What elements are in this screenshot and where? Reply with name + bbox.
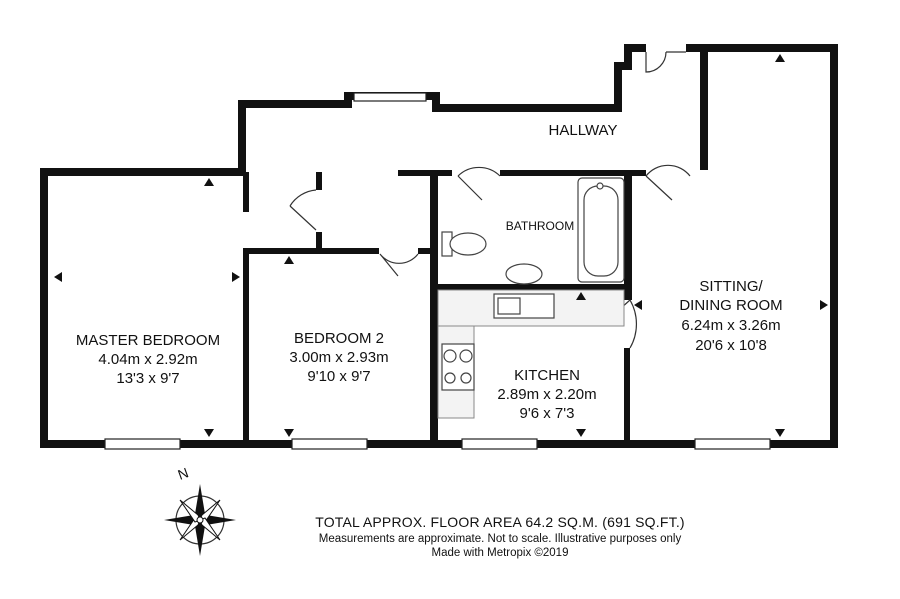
window-sitting <box>694 438 771 450</box>
marker-sitting-bottom <box>775 429 785 437</box>
label-master-metric: 4.04m x 2.92m <box>98 351 197 368</box>
label-bed2-imperial: 9'10 x 9'7 <box>307 368 370 385</box>
label-bathroom: BATHROOM <box>506 219 574 233</box>
label-sitting-2: DINING ROOM <box>679 297 782 314</box>
marker-bed2-bottom <box>284 429 294 437</box>
compass-center <box>196 516 204 524</box>
wall-bottom <box>40 440 838 448</box>
toilet-bowl <box>449 232 487 256</box>
marker-master-top <box>204 178 214 186</box>
wall-hall-bottom-2 <box>500 170 646 176</box>
wall-entrance-jamb <box>624 44 632 70</box>
compass-rose: N <box>164 464 236 556</box>
hob-ring-1 <box>443 349 457 363</box>
wall-entrance-step <box>614 62 622 112</box>
wall-hall-top-right <box>432 104 618 112</box>
marker-master-right <box>232 272 240 282</box>
wall-bath-left <box>430 170 438 444</box>
label-kitchen-imperial: 9'6 x 7'3 <box>520 405 575 422</box>
window-hallway <box>353 92 427 102</box>
marker-kitchen-top <box>576 292 586 300</box>
door-sitting <box>645 164 691 201</box>
wall-bed2-top <box>243 248 379 254</box>
door-entrance <box>645 51 667 73</box>
wall-sitting-left-low <box>624 348 630 444</box>
label-master-imperial: 13'3 x 9'7 <box>116 370 179 387</box>
door-bathroom <box>457 166 501 201</box>
bathtub-inner <box>583 185 619 277</box>
made-with: Made with Metropix ©2019 <box>431 547 569 559</box>
door-master <box>289 189 317 231</box>
wall-master-top <box>40 168 246 176</box>
wall-sitting-right <box>830 44 838 448</box>
wall-corridor-stub <box>316 172 322 190</box>
wall-entrance-left <box>614 62 632 70</box>
sink-bowl <box>497 297 521 315</box>
marker-master-bottom <box>204 429 214 437</box>
basin <box>505 263 543 285</box>
label-master-bedroom: MASTER BEDROOM <box>76 332 220 349</box>
wall-sitting-inner <box>700 52 708 170</box>
hob-ring-4 <box>460 372 472 384</box>
disclaimer: Measurements are approximate. Not to sca… <box>318 533 682 545</box>
marker-master-left <box>54 272 62 282</box>
label-bed2-metric: 3.00m x 2.93m <box>289 349 388 366</box>
bath-tap <box>596 182 604 190</box>
measurement-markers <box>54 54 828 437</box>
marker-kitchen-bottom <box>576 429 586 437</box>
label-sitting-imperial: 20'6 x 10'8 <box>695 337 767 354</box>
marker-bed2-top <box>284 256 294 264</box>
fixtures <box>437 177 625 419</box>
total-area: TOTAL APPROX. FLOOR AREA 64.2 SQ.M. (691… <box>315 514 685 530</box>
hob-ring-2 <box>459 349 473 363</box>
wall-bed2-top-right <box>418 248 438 254</box>
wall-hall-bottom-1 <box>398 170 452 176</box>
internal-walls <box>243 52 708 444</box>
hob-ring-3 <box>444 372 456 384</box>
room-labels: HALLWAY BATHROOM MASTER BEDROOM 4.04m x … <box>76 122 783 422</box>
window-kitchen <box>461 438 538 450</box>
wall-bath-bottom <box>434 284 630 290</box>
label-sitting-metric: 6.24m x 3.26m <box>681 317 780 334</box>
marker-sitting-right <box>820 300 828 310</box>
wall-sitting-left <box>624 170 632 300</box>
label-bedroom2: BEDROOM 2 <box>294 330 384 347</box>
wall-corridor-stub2 <box>316 232 322 250</box>
compass-north-label: N <box>176 464 191 482</box>
label-hallway: HALLWAY <box>549 122 618 139</box>
compass-west-point <box>164 515 200 525</box>
wall-master-corridor <box>243 172 249 212</box>
wall-master-left <box>40 168 48 448</box>
window-master <box>104 438 181 450</box>
marker-sitting-top <box>775 54 785 62</box>
wall-hall-notch2 <box>432 92 440 110</box>
compass-south-point <box>195 520 205 556</box>
label-sitting-1: SITTING/ <box>699 278 763 295</box>
windows <box>104 92 771 450</box>
door-bed2 <box>379 253 419 277</box>
wall-master-bed2 <box>243 250 249 444</box>
label-kitchen-metric: 2.89m x 2.20m <box>497 386 596 403</box>
wall-step-left <box>238 100 246 176</box>
wall-entrance-lip <box>624 44 646 52</box>
label-kitchen: KITCHEN <box>514 367 580 384</box>
marker-sitting-left <box>634 300 642 310</box>
wall-hall-top-left <box>238 100 350 108</box>
compass-east-point <box>200 515 236 525</box>
window-bed2 <box>291 438 368 450</box>
doors <box>289 51 691 349</box>
wall-sitting-top <box>686 44 836 52</box>
compass-north-point <box>195 484 205 520</box>
